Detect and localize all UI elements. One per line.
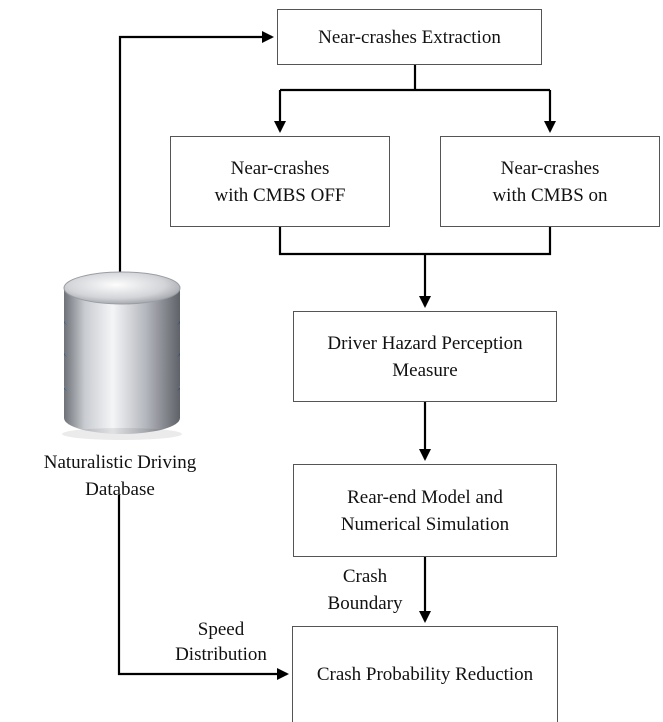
node-near-crashes-cmbs-off: Near-crashes with CMBS OFF — [170, 136, 390, 227]
database-label-line1: Naturalistic Driving — [43, 452, 197, 473]
edge-label-crash: Crash — [342, 566, 388, 587]
node-rear-end-line1: Rear-end Model and — [347, 486, 503, 508]
node-cmbs-off-line1: Near-crashes — [230, 157, 330, 179]
edge-label-crash-boundary: Crash Boundary — [322, 563, 408, 617]
node-rear-end-model: Rear-end Model and Numerical Simulation — [293, 464, 557, 557]
edge-label-speed-distribution: Speed Distribution — [168, 617, 274, 667]
node-naturalistic-driving-database: Naturalistic Driving Database — [0, 449, 240, 503]
node-crash-probability-reduction: Crash Probability Reduction — [292, 626, 558, 722]
node-driver-hazard-perception: Driver Hazard Perception Measure — [293, 311, 557, 402]
node-near-crashes-extraction-label: Near-crashes Extraction — [318, 26, 501, 48]
node-cmbs-off-line2: with CMBS OFF — [214, 184, 346, 206]
node-cmbs-on-line1: Near-crashes — [500, 157, 600, 179]
node-near-crashes-extraction: Near-crashes Extraction — [277, 9, 542, 65]
edge-database-to-reduction — [117, 495, 289, 680]
edge-label-speed: Speed — [197, 619, 245, 640]
node-crash-reduction-label: Crash Probability Reduction — [316, 664, 534, 685]
database-label-line2: Database — [85, 479, 155, 500]
node-hazard-line1: Driver Hazard Perception — [327, 332, 523, 354]
edge-label-distribution: Distribution — [175, 644, 267, 665]
edge-label-boundary: Boundary — [327, 593, 403, 614]
node-rear-end-line2: Numerical Simulation — [340, 513, 510, 535]
edge-extraction-split — [280, 65, 550, 92]
node-cmbs-on-line2: with CMBS on — [492, 184, 608, 206]
node-hazard-line2: Measure — [392, 359, 458, 381]
edge-database-to-extraction — [118, 31, 274, 272]
node-near-crashes-cmbs-on: Near-crashes with CMBS on — [440, 136, 660, 227]
database-cylinder-icon — [52, 268, 192, 443]
edge-merge — [278, 227, 552, 256]
